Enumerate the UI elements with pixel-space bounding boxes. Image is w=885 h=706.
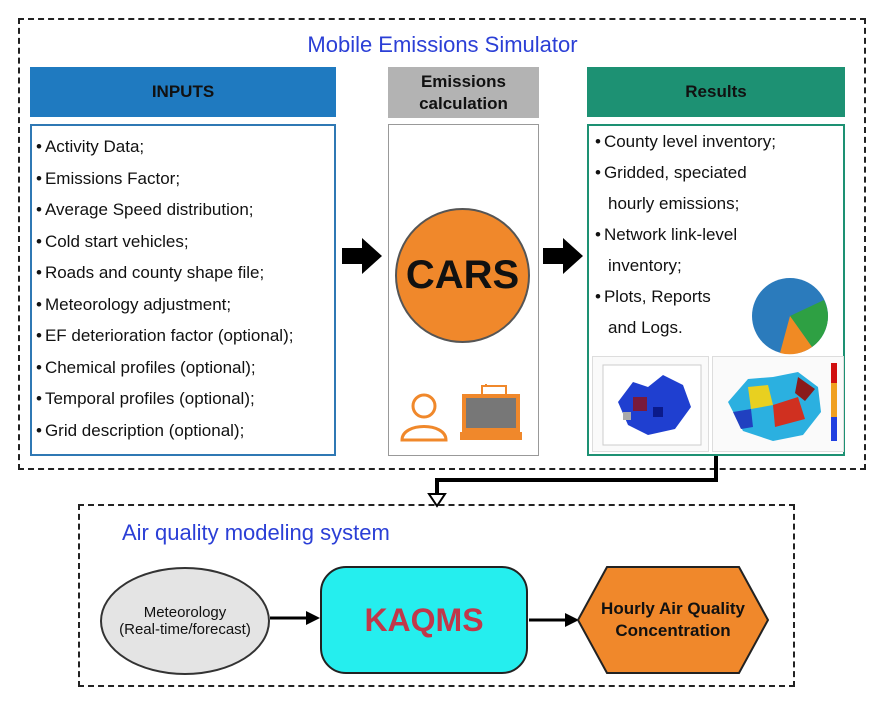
arrow-kaqms-to-output	[529, 613, 579, 627]
meteorology-sublabel: (Real-time/forecast)	[119, 621, 251, 638]
result-item-line2: hourly emissions;	[608, 194, 740, 213]
pie-chart-thumbnail	[752, 278, 828, 355]
results-header-label: Results	[685, 82, 747, 101]
input-item: Emissions Factor;	[36, 163, 334, 195]
result-item-line1: Gridded, speciated	[595, 157, 843, 188]
grid-emissions-map-thumbnail	[592, 356, 709, 452]
simulator-container	[18, 18, 866, 470]
simulator-title: Mobile Emissions Simulator	[307, 32, 578, 57]
result-item-line1: Plots, Reports	[595, 281, 843, 312]
input-item: EF deterioration factor (optional);	[36, 320, 334, 352]
aq-system-title: Air quality modeling system	[122, 520, 390, 545]
inputs-header: INPUTS	[30, 67, 336, 117]
results-header: Results	[587, 67, 845, 117]
meteorology-ellipse: Meteorology (Real-time/forecast)	[100, 567, 270, 675]
input-item: Chemical profiles (optional);	[36, 352, 334, 384]
result-item: Network link-level inventory;	[595, 219, 843, 281]
result-item: Gridded, speciated hourly emissions;	[595, 157, 843, 219]
total-emissions-map-thumbnail	[712, 356, 844, 452]
result-item-line1: County level inventory;	[595, 126, 843, 157]
kaqms-label: KAQMS	[364, 601, 484, 638]
output-label-block: Hourly Air Quality Concentration	[577, 566, 769, 674]
input-item: Temporal profiles (optional);	[36, 383, 334, 415]
input-item: Average Speed distribution;	[36, 194, 334, 226]
input-item: Grid description (optional);	[36, 415, 334, 447]
calc-panel	[388, 124, 539, 456]
results-list: County level inventory;Gridded, speciate…	[589, 126, 843, 343]
input-item: Roads and county shape file;	[36, 257, 334, 289]
computer-icon	[460, 384, 522, 440]
arrow-meteo-to-kaqms	[270, 611, 320, 625]
inputs-header-label: INPUTS	[151, 82, 215, 101]
cars-label: CARS	[405, 253, 520, 297]
person-icon	[400, 393, 448, 442]
calc-header: Emissions calculation	[388, 67, 539, 118]
output-hexagon	[577, 566, 769, 674]
input-item: Cold start vehicles;	[36, 226, 334, 258]
result-item: Plots, Reports and Logs.	[595, 281, 843, 343]
meteorology-label: Meteorology	[143, 604, 227, 621]
result-item: County level inventory;	[595, 126, 843, 157]
output-label-line1: Hourly Air Quality	[601, 599, 745, 618]
input-item: Meteorology adjustment;	[36, 289, 334, 321]
kaqms-box: KAQMS	[320, 566, 528, 674]
result-item-line1: Network link-level	[595, 219, 843, 250]
aq-system-container	[78, 504, 795, 687]
inputs-list: Activity Data;Emissions Factor;Average S…	[32, 126, 334, 446]
calc-header-line1: Emissions	[420, 71, 507, 91]
output-label-line2: Concentration	[615, 621, 731, 640]
arrow-calc-to-results	[543, 238, 583, 274]
result-item-line2: and Logs.	[608, 318, 683, 337]
results-panel: County level inventory;Gridded, speciate…	[587, 124, 845, 456]
result-item-line2: inventory;	[608, 256, 682, 275]
cars-circle: CARS	[395, 208, 530, 343]
arrow-inputs-to-calc	[342, 238, 382, 274]
inputs-panel: Activity Data;Emissions Factor;Average S…	[30, 124, 336, 456]
connector-results-to-aq	[427, 456, 718, 508]
input-item: Activity Data;	[36, 131, 334, 163]
calc-header-line2: calculation	[419, 93, 508, 113]
